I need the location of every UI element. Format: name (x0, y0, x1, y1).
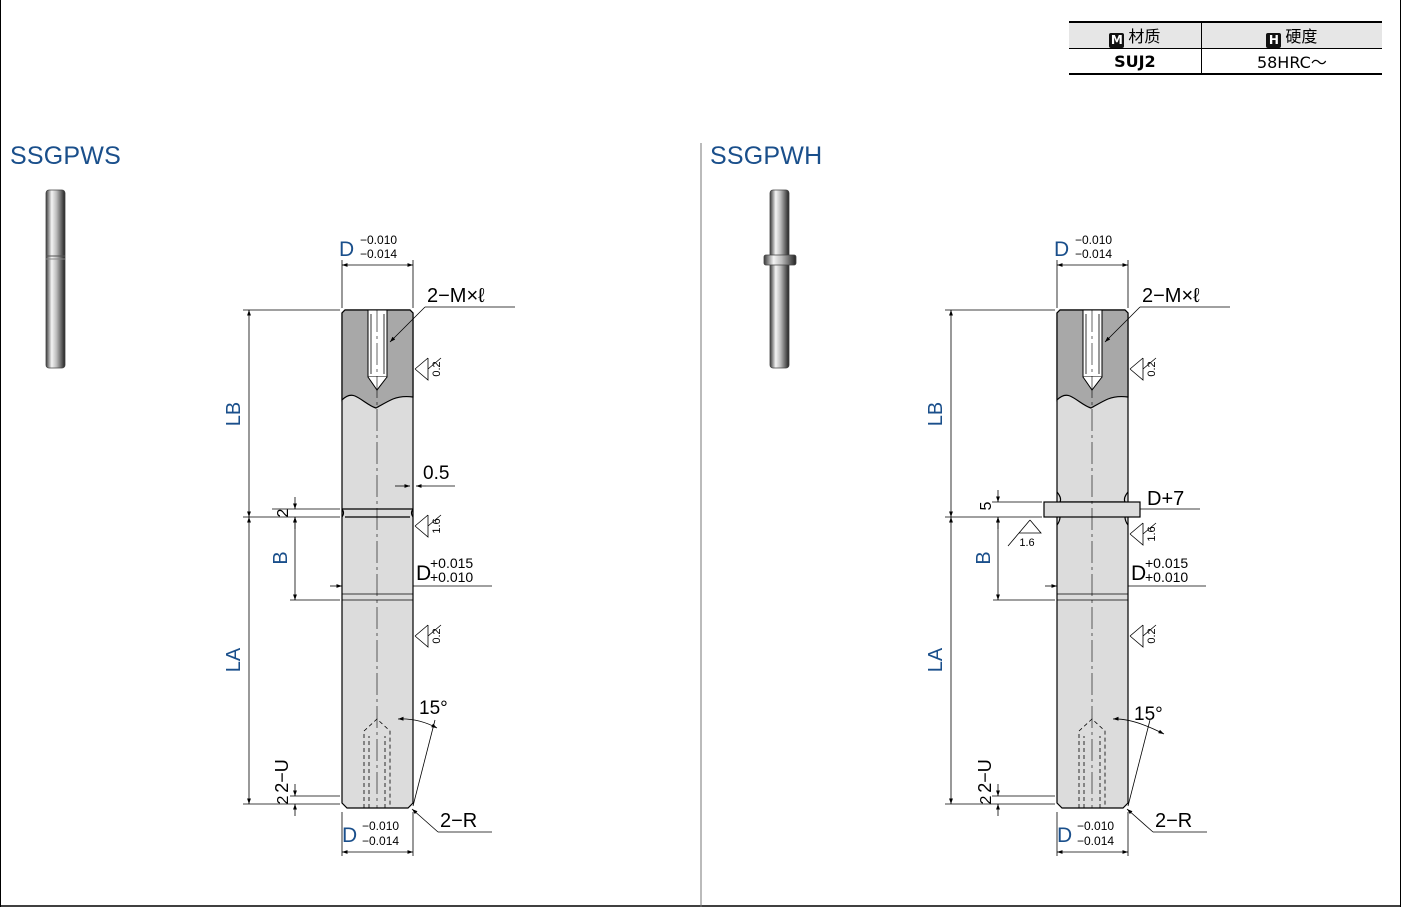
tol-top-lower: −0.014 (1075, 247, 1112, 261)
thread-callout: 2−M×ℓ (1142, 285, 1200, 307)
tol-bot-base: D (342, 824, 357, 847)
ssgpws-hidden-hole (363, 718, 391, 808)
fit-base: D (416, 562, 431, 585)
rough-value-1: 0.2 (1146, 361, 1158, 376)
la-label: LA (223, 647, 245, 672)
ssgpws-labels: D −0.010 −0.014 2−M×ℓ LB 0.5 2 B D +0.01… (223, 233, 485, 848)
angle-label: 15° (419, 698, 448, 719)
flange-dia: D+7 (1147, 488, 1184, 510)
ssgpwh-hidden-hole (1078, 718, 1106, 808)
ssgpws-title: SSGPWS (10, 142, 121, 170)
ssgpwh-drawing: D −0.010 −0.014 2−M×ℓ LB 5 D+7 B D +0.01… (763, 189, 1230, 856)
groove-width: 2 (275, 508, 292, 517)
rough-value-1: 0.2 (431, 361, 443, 376)
ssgpwh-dimensions (945, 260, 1230, 856)
spec-table-value-row: SUJ2 58HRC～ (1069, 48, 1382, 75)
tol-bot-lower: −0.014 (1077, 834, 1114, 848)
tol-bot-base: D (1057, 824, 1072, 847)
rough-value-2: 1.6 (431, 518, 443, 533)
fit-lower: +0.010 (1145, 569, 1188, 585)
fit-upper: +0.015 (430, 555, 473, 571)
material-value: SUJ2 (1069, 48, 1202, 75)
material-header: 材质 (1128, 27, 1161, 46)
radius-callout: 2−R (1155, 810, 1192, 832)
fit-upper: +0.015 (1145, 555, 1188, 571)
groove-offset: 0.5 (423, 463, 449, 484)
rough-value-3: 0.2 (1146, 628, 1158, 643)
tol-bot-lower: −0.014 (362, 834, 399, 848)
tol-bot-upper: −0.010 (362, 819, 399, 833)
fit-base: D (1131, 562, 1146, 585)
hardness-header: 硬度 (1285, 27, 1318, 46)
b-label: B (270, 551, 292, 564)
chamfer-width: 2 (978, 795, 995, 804)
hardness-badge: H (1266, 33, 1282, 48)
ssgpwh-product-photo (763, 189, 797, 369)
rough-value-2: 1.6 (1146, 526, 1158, 541)
tol-top-lower: −0.014 (360, 247, 397, 261)
tol-bot-upper: −0.010 (1077, 819, 1114, 833)
lb-label: LB (925, 402, 947, 426)
ssgpws-drawing: D −0.010 −0.014 2−M×ℓ LB 0.5 2 B D +0.01… (45, 189, 515, 856)
u-callout: 2−U (975, 759, 995, 793)
material-badge: M (1109, 33, 1125, 48)
angle-label: 15° (1134, 704, 1163, 725)
u-callout: 2−U (272, 759, 292, 793)
fit-lower: +0.010 (430, 569, 473, 585)
ssgpwh-labels: D −0.010 −0.014 2−M×ℓ LB 5 D+7 B D +0.01… (925, 233, 1200, 848)
hardness-value: 58HRC～ (1200, 48, 1382, 75)
ssgpws-dimensions (243, 260, 515, 856)
radius-callout: 2−R (440, 810, 477, 832)
tol-top-upper: −0.010 (1075, 233, 1112, 247)
chamfer-width: 2 (275, 795, 292, 804)
flange-width: 5 (978, 501, 995, 510)
b-label: B (973, 551, 995, 564)
ssgpws-roughness-marks (414, 357, 442, 648)
rough-value-3: 0.2 (431, 628, 443, 643)
lb-label: LB (223, 402, 245, 426)
tol-top-base: D (1054, 238, 1069, 261)
tol-top-upper: −0.010 (360, 233, 397, 247)
ssgpws-pin-body (341, 309, 414, 809)
tol-top-base: D (339, 238, 354, 261)
rough-value-flange: 1.6 (1019, 537, 1034, 549)
ssgpws-product-photo (45, 189, 66, 369)
thread-callout: 2−M×ℓ (427, 285, 485, 307)
ssgpwh-roughness-marks (1007, 357, 1157, 648)
ssgpwh-title: SSGPWH (710, 142, 823, 170)
la-label: LA (925, 647, 947, 672)
